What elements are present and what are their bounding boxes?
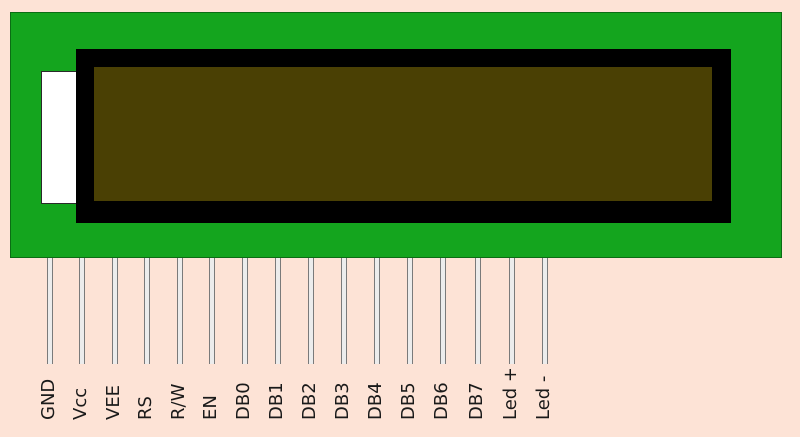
pin-label-vcc: Vcc xyxy=(70,387,91,420)
pin-label-db0: DB0 xyxy=(233,382,254,420)
pin-14 xyxy=(475,258,481,364)
pin-12 xyxy=(407,258,413,364)
pin-label-led-minus: Led - xyxy=(533,375,554,420)
pin-label-db4: DB4 xyxy=(365,382,386,420)
board-side-tab xyxy=(41,71,81,204)
pin-label-db5: DB5 xyxy=(398,382,419,420)
pin-label-rs: RS xyxy=(135,396,156,420)
pin-1 xyxy=(47,258,53,364)
pin-15 xyxy=(509,258,515,364)
pin-label-db7: DB7 xyxy=(466,382,487,420)
pin-label-db2: DB2 xyxy=(299,382,320,420)
pin-label-led-plus: Led + xyxy=(500,366,521,420)
pin-5 xyxy=(177,258,183,364)
pin-label-gnd: GND xyxy=(38,378,59,420)
pin-label-vee: VEE xyxy=(103,384,124,420)
pin-label-db1: DB1 xyxy=(266,382,287,420)
pin-9 xyxy=(308,258,314,364)
pin-label-db6: DB6 xyxy=(431,382,452,420)
pin-10 xyxy=(341,258,347,364)
pin-label-rw: R/W xyxy=(168,383,189,420)
pin-7 xyxy=(242,258,248,364)
pin-8 xyxy=(275,258,281,364)
pin-16 xyxy=(542,258,548,364)
pin-2 xyxy=(79,258,85,364)
pin-label-db3: DB3 xyxy=(332,382,353,420)
pin-6 xyxy=(209,258,215,364)
pin-11 xyxy=(374,258,380,364)
lcd-screen xyxy=(94,67,712,201)
pin-13 xyxy=(440,258,446,364)
pin-4 xyxy=(144,258,150,364)
pin-label-en: EN xyxy=(200,395,221,420)
pin-3 xyxy=(112,258,118,364)
